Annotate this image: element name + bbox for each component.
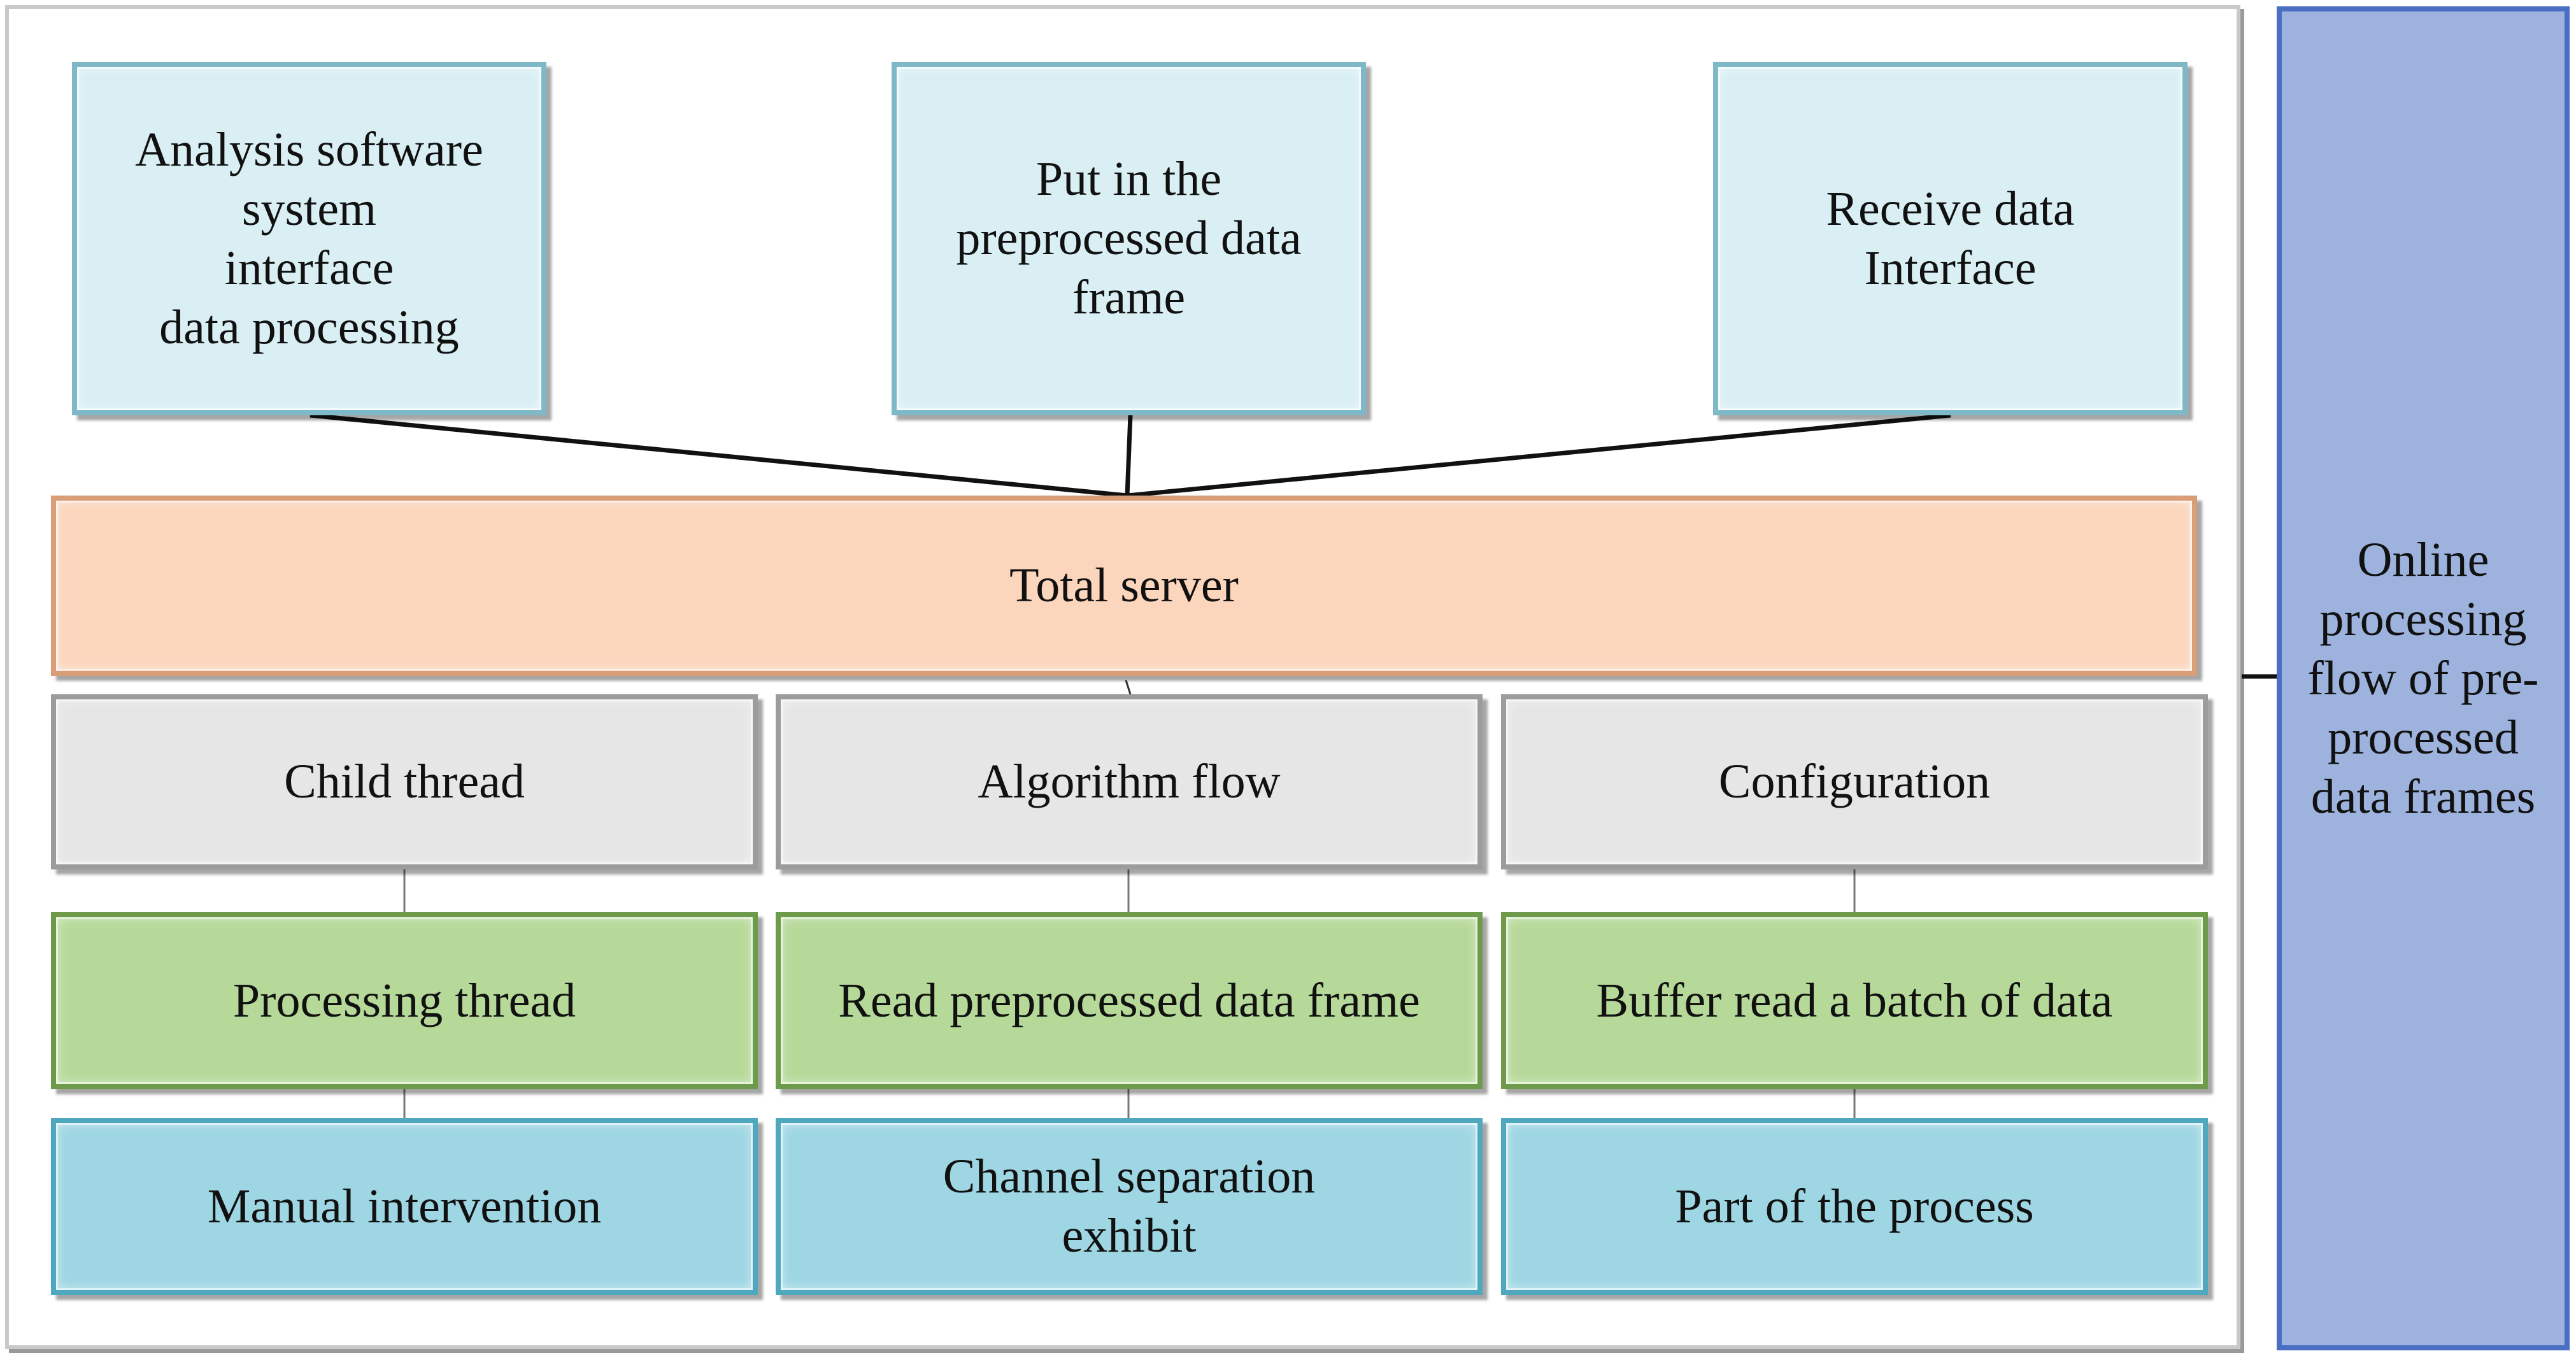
connector-line [310, 413, 1128, 498]
preprocessed-data-frame-box: Put in the preprocessed data frame [892, 62, 1366, 415]
online-processing-flow-panel: Online processing flow of pre- processed… [2277, 6, 2570, 1350]
read-preprocessed-data-frame-label: Read preprocessed data frame [838, 973, 1420, 1027]
connector-line [1127, 413, 1951, 498]
buffer-read-batch-box: Buffer read a batch of data [1501, 912, 2208, 1089]
channel-separation-exhibit-box: Channel separation exhibit [776, 1118, 1483, 1295]
part-of-the-process-label: Part of the process [1675, 1179, 2034, 1233]
processing-thread-box: Processing thread [51, 912, 758, 1089]
child-thread-label: Child thread [284, 755, 525, 808]
configuration-box: Configuration [1501, 694, 2208, 869]
receive-data-interface-label: Receive data Interface [1826, 182, 2075, 295]
manual-intervention-box: Manual intervention [51, 1118, 758, 1295]
algorithm-flow-box: Algorithm flow [776, 694, 1483, 869]
receive-data-interface-box: Receive data Interface [1713, 62, 2188, 415]
part-of-the-process-box: Part of the process [1501, 1118, 2208, 1295]
connector-line [1125, 415, 1133, 496]
buffer-read-batch-label: Buffer read a batch of data [1596, 973, 2113, 1027]
total-server-label: Total server [1009, 559, 1239, 612]
preprocessed-data-frame-label: Put in the preprocessed data frame [956, 152, 1302, 324]
manual-intervention-label: Manual intervention [207, 1179, 602, 1233]
read-preprocessed-data-frame-box: Read preprocessed data frame [776, 912, 1483, 1089]
connector-line [1125, 680, 1132, 695]
configuration-label: Configuration [1718, 755, 1991, 808]
total-server-box: Total server [51, 496, 2197, 676]
processing-thread-label: Processing thread [232, 973, 576, 1027]
online-processing-flow-label: Online processing flow of pre- processed… [2307, 532, 2539, 824]
analysis-software-label: Analysis software system interface data … [135, 122, 483, 354]
algorithm-flow-label: Algorithm flow [978, 755, 1281, 808]
channel-separation-exhibit-label: Channel separation exhibit [943, 1150, 1316, 1262]
analysis-software-box: Analysis software system interface data … [72, 62, 546, 415]
child-thread-box: Child thread [51, 694, 758, 869]
